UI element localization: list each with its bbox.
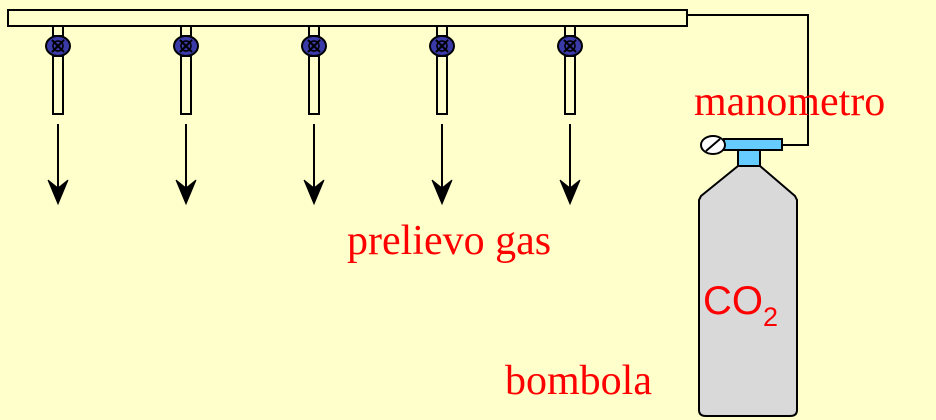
valve-icon: [45, 35, 71, 57]
outlet: [557, 25, 583, 206]
outlet-neck: [180, 25, 192, 37]
outlet-neck: [564, 25, 576, 37]
valve-icon: [557, 35, 583, 57]
gas-sampling-label: prelievo gas: [347, 218, 551, 264]
flow-arrow-down-icon: [47, 179, 69, 206]
outlet-pipe: [180, 55, 192, 115]
manometer-connector: [723, 138, 783, 151]
gas-formula: CO2: [703, 279, 778, 332]
valve-icon: [429, 35, 455, 57]
outlet-pipe: [308, 55, 320, 115]
outlet: [429, 25, 455, 206]
flow-arrow-down-icon: [303, 179, 325, 206]
outlet: [45, 25, 71, 206]
manometer-gauge-icon: [700, 135, 726, 155]
gas-formula-main: CO: [703, 279, 763, 323]
cylinder-label: bombola: [505, 358, 652, 404]
manometer-label: manometro: [694, 79, 885, 125]
outlet: [301, 25, 327, 206]
valve-icon: [301, 35, 327, 57]
cylinder-body: [698, 165, 798, 417]
outlet-pipe: [564, 55, 576, 115]
cylinder-valve-head: [737, 149, 761, 167]
outlet-neck: [52, 25, 64, 37]
outlet-neck: [308, 25, 320, 37]
gas-formula-subscript: 2: [763, 302, 778, 332]
outlet-neck: [436, 25, 448, 37]
connection-line: [687, 14, 809, 146]
outlet: [173, 25, 199, 206]
flow-arrow-down-icon: [175, 179, 197, 206]
outlet-pipe: [52, 55, 64, 115]
valve-icon: [173, 35, 199, 57]
gas-cylinder: CO2: [698, 135, 798, 417]
manifold-pipe: [7, 9, 688, 27]
flow-arrow-down-icon: [431, 179, 453, 206]
flow-arrow-down-icon: [559, 179, 581, 206]
outlets-group: [45, 25, 583, 206]
outlet-pipe: [436, 55, 448, 115]
